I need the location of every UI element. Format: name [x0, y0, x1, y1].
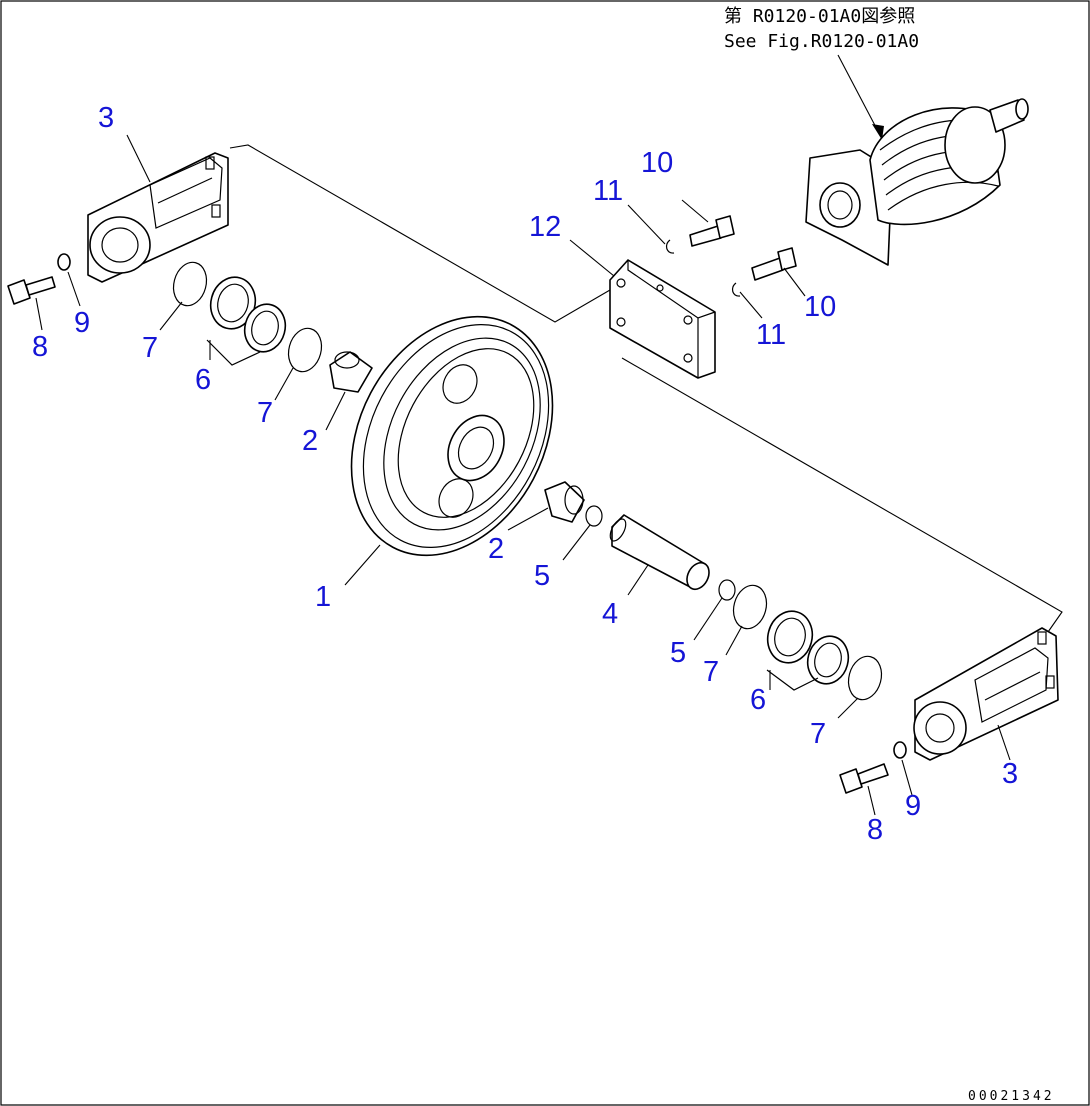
callout-3-left: 3	[98, 102, 114, 134]
callout-7-d: 7	[810, 718, 826, 750]
seal-6-left	[206, 276, 287, 366]
o-ring-7-c	[732, 584, 768, 630]
callout-12: 12	[529, 211, 561, 243]
callout-11-lower: 11	[756, 319, 786, 351]
bolt-8-left	[7, 276, 56, 305]
o-ring-7-b	[287, 327, 323, 373]
callout-7-a: 7	[142, 332, 158, 364]
washer-9-right	[893, 741, 907, 759]
callout-1: 1	[315, 581, 331, 613]
callout-5-lower: 5	[670, 637, 686, 669]
guide-line-lower	[621, 357, 1063, 633]
seal-6-right	[766, 610, 850, 691]
callout-8-right: 8	[867, 814, 883, 846]
callout-2-left: 2	[302, 425, 318, 457]
bushing-2-right	[544, 481, 585, 523]
reference-arrow-line	[837, 54, 881, 136]
reference-arrow-head	[872, 124, 884, 140]
bolt-10-upper	[689, 215, 735, 247]
bracket-left	[87, 152, 229, 283]
recoil-spring-assembly	[805, 98, 1029, 266]
reference-note-en: See Fig.R0120-01A0	[724, 31, 919, 52]
o-ring-5-lower	[718, 579, 736, 601]
o-ring-7-a	[172, 261, 208, 307]
callout-10-upper: 10	[641, 147, 673, 179]
washer-11-upper	[665, 239, 675, 254]
callout-10-lower: 10	[804, 291, 836, 323]
o-ring-5-upper	[585, 505, 603, 527]
bolt-8-right	[839, 763, 889, 794]
drawing-code: 00021342	[968, 1089, 1055, 1104]
callout-9-right: 9	[905, 790, 921, 822]
callout-6-right: 6	[750, 684, 766, 716]
callout-2-right: 2	[488, 533, 504, 565]
callout-5-upper: 5	[534, 560, 550, 592]
guide-line-upper	[229, 144, 611, 323]
block-12	[609, 259, 716, 379]
callout-6-left: 6	[195, 364, 211, 396]
callout-11-upper: 11	[593, 175, 623, 207]
leader-lines	[35, 134, 1011, 816]
idler-wheel	[350, 315, 554, 557]
callout-3-right: 3	[1002, 758, 1018, 790]
callout-8-left: 8	[32, 331, 48, 363]
callout-9-left: 9	[74, 307, 90, 339]
bushing-2-left	[329, 351, 373, 393]
washer-9-left	[57, 253, 71, 271]
bolt-10-lower	[751, 247, 797, 281]
washer-11-lower	[731, 282, 741, 297]
bracket-right	[913, 627, 1059, 761]
callout-7-c: 7	[703, 656, 719, 688]
callout-7-b: 7	[257, 397, 273, 429]
callout-4: 4	[602, 598, 618, 630]
shaft-4	[609, 514, 710, 591]
o-ring-7-d	[847, 655, 883, 701]
reference-note-jp: 第 R0120-01A0図参照	[724, 6, 915, 27]
